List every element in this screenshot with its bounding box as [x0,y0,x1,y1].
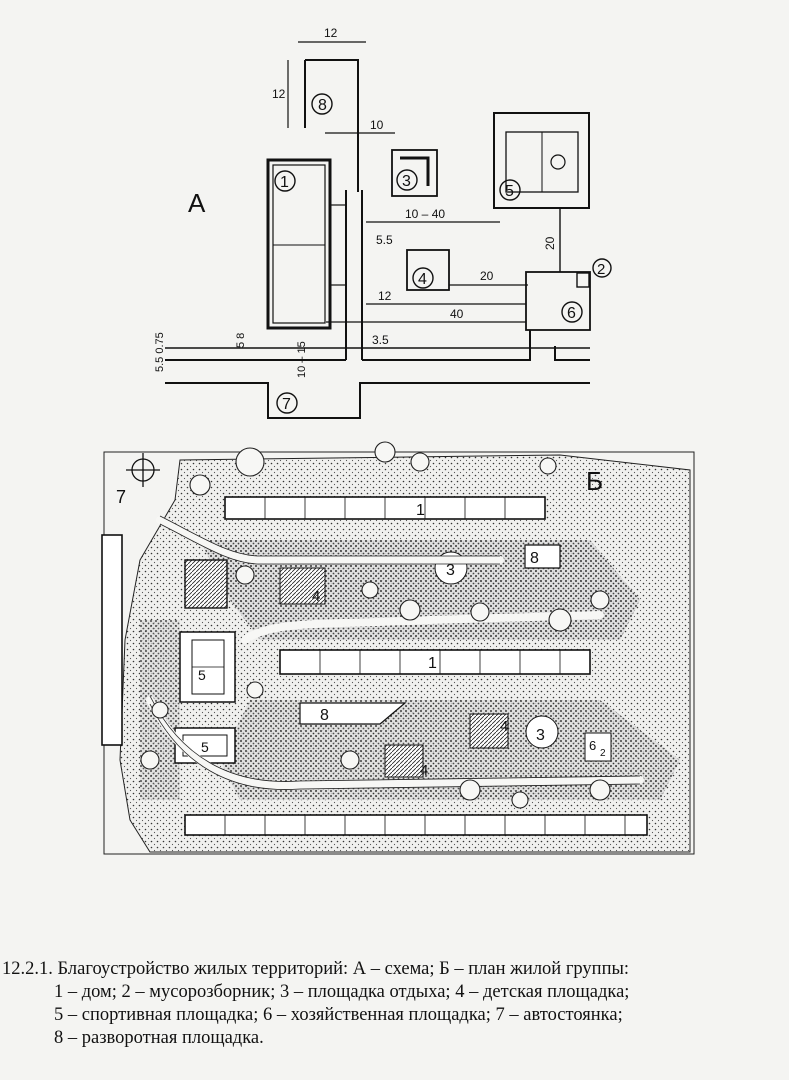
marker-8: 8 [318,97,327,114]
playground-4 [406,249,450,291]
parking-strip-7 [101,534,123,746]
dim-20-h: 20 [480,269,494,283]
house-bottom [184,814,648,836]
landscaping-diagram: А 8 12 12 1 3 10 10 – 40 5.5 4 [101,26,695,855]
marker-1: 1 [280,174,289,191]
figure-caption: 12.2.1. Благоустройство жилых территорий… [2,958,787,1050]
turning-area-b2 [299,702,407,725]
label-rest-a: 3 [446,562,455,579]
dim-5-5: 5.5 [376,233,393,247]
marker-3: 3 [402,173,411,190]
dim-5-5-0-75: 5.5 0.75 [154,332,166,372]
plan-a-scheme: А 8 12 12 1 3 10 10 – 40 5.5 4 [154,26,612,419]
north-arrow-icon [126,453,160,487]
utility-area-6 [525,271,591,331]
label-sport-a: 5 [198,667,206,683]
dim-12-b: 12 [378,289,392,303]
rest-area-3 [391,149,438,197]
marker-2: 2 [597,261,605,278]
playground-b1 [279,567,326,605]
label-turn-b: 8 [320,707,329,724]
dim-10-a: 10 [370,118,384,132]
dim-40: 40 [450,307,464,321]
plan-a-label: А [188,188,206,218]
house-top [224,496,546,520]
plan-b-label: Б [586,466,603,496]
playground-b2 [469,713,509,749]
label-play-b: 4 [500,718,508,735]
dim-10-40: 10 – 40 [405,207,445,221]
turning-area-8 [305,59,359,192]
caption-line-3: 5 – спортивная площадка; 6 – хозяйственн… [54,1005,623,1025]
caption-line-1: 12.2.1. Благоустройство жилых территорий… [2,959,630,979]
label-turn-a: 8 [530,550,539,567]
marker-7: 7 [282,396,291,413]
sports-field-5 [493,112,590,209]
hatched-block [184,559,228,609]
dim-5-8: 5 8 [235,333,247,348]
house-middle [279,649,591,675]
marker-6: 6 [567,305,576,322]
plan-b-residential-group: 7 1 1 5 5 4 [101,441,695,855]
sports-field-b1 [179,631,236,703]
caption-line-4: 8 – разворотная площадка. [54,1028,264,1048]
dim-12-top: 12 [324,26,338,40]
marker-4: 4 [418,271,427,288]
dim-20-v: 20 [543,236,557,250]
turning-area-b1 [524,544,561,569]
label-rest-b: 3 [536,727,545,744]
dim-10-15: 10 – 15 [296,341,308,378]
label-house-middle: 1 [428,655,437,672]
marker-5: 5 [505,183,514,200]
label-play-a: 4 [312,588,320,605]
playground-b3 [384,744,424,778]
caption-line-2: 1 – дом; 2 – мусорозборник; 3 – площадка… [54,982,630,1002]
dim-12-side: 12 [272,87,286,101]
dim-3-5: 3.5 [372,333,389,347]
label-refuse: 2 [600,748,606,759]
label-parking: 7 [116,487,126,507]
label-play-c: 4 [420,762,428,779]
refuse-collector-2 [576,272,590,288]
label-sport-b: 5 [201,739,209,755]
house-1 [266,158,332,330]
label-house-top: 1 [416,502,425,519]
utility-area-b [584,732,612,762]
label-utility: 6 [589,738,596,753]
